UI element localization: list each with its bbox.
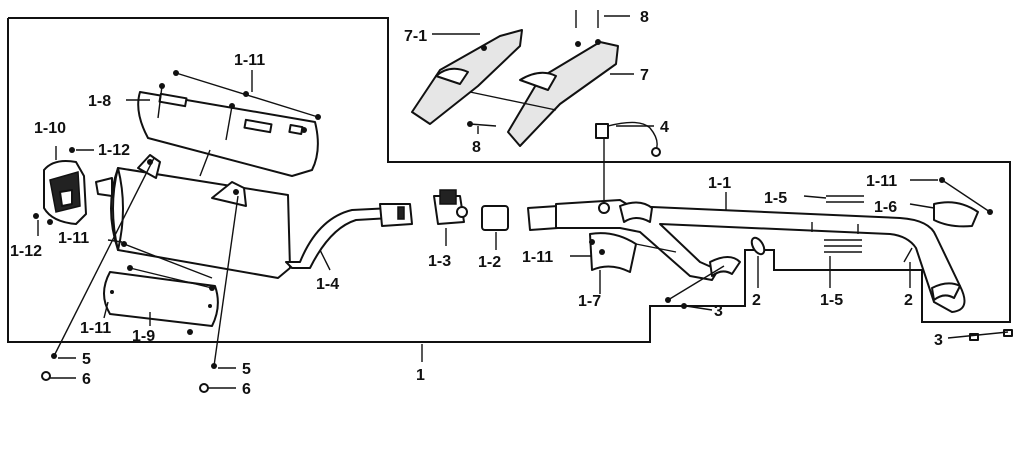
clamp-1-3 bbox=[433, 189, 468, 225]
callout-1-12-top: 1-12 bbox=[98, 142, 130, 159]
callout-1-11-top: 1-11 bbox=[234, 52, 265, 69]
callout-7: 7 bbox=[640, 67, 649, 84]
callout-1-3: 1-3 bbox=[428, 253, 451, 270]
oxygen-sensor-4 bbox=[595, 121, 661, 200]
muffler bbox=[95, 154, 291, 279]
callout-1-12-left: 1-12 bbox=[10, 243, 42, 260]
callout-6-right: 6 bbox=[242, 381, 251, 398]
callout-1-11-bottom: 1-11 bbox=[80, 320, 111, 337]
bolts-3 bbox=[665, 265, 1013, 341]
callout-5-left: 5 bbox=[82, 351, 91, 368]
callout-1-10: 1-10 bbox=[34, 120, 66, 137]
callout-6-left: 6 bbox=[82, 371, 91, 388]
heat-shield-1-8-bolts bbox=[157, 70, 321, 141]
callout-1-2: 1-2 bbox=[478, 254, 501, 271]
leader-lines bbox=[37, 15, 1009, 389]
heat-shield-1-7 bbox=[589, 232, 677, 273]
callout-1-11-right: 1-11 bbox=[866, 173, 897, 190]
heat-shield-1-9 bbox=[103, 241, 219, 335]
gaskets-1-5 bbox=[824, 195, 864, 253]
callout-8-top: 8 bbox=[640, 9, 649, 26]
callout-3-right: 3 bbox=[934, 332, 943, 349]
callout-1-1: 1-1 bbox=[708, 175, 731, 192]
gasket-1-2 bbox=[481, 205, 509, 231]
front-pipe-1-1 bbox=[527, 199, 966, 313]
callout-1-8: 1-8 bbox=[88, 93, 111, 110]
heat-shield-1-8 bbox=[137, 91, 319, 177]
callout-3-left: 3 bbox=[714, 303, 723, 320]
callout-1-5-bottom: 1-5 bbox=[820, 292, 843, 309]
callout-1: 1 bbox=[416, 367, 425, 384]
callout-5-right: 5 bbox=[242, 361, 251, 378]
heat-shield-1-6 bbox=[933, 177, 993, 228]
gasket-2 bbox=[750, 236, 913, 263]
callout-1-4: 1-4 bbox=[316, 276, 339, 293]
callout-8-bottom: 8 bbox=[472, 139, 481, 156]
callout-2-right: 2 bbox=[904, 292, 913, 309]
callout-7-1: 7-1 bbox=[404, 28, 427, 45]
assembly-1-frame bbox=[7, 17, 1011, 343]
callout-4: 4 bbox=[660, 119, 669, 136]
nuts-5-washers-6 bbox=[41, 157, 239, 393]
muffler-bracket-7 bbox=[411, 29, 619, 147]
muffler-end-cap-1-10 bbox=[33, 147, 87, 225]
callout-1-11-left: 1-11 bbox=[58, 230, 89, 247]
callout-1-11-mid: 1-11 bbox=[522, 249, 553, 266]
callout-1-7: 1-7 bbox=[578, 293, 601, 310]
callout-1-9: 1-9 bbox=[132, 328, 155, 345]
callout-1-6: 1-6 bbox=[874, 199, 897, 216]
bolts-8 bbox=[467, 10, 599, 127]
callout-1-5-top: 1-5 bbox=[764, 190, 787, 207]
callout-2-left: 2 bbox=[752, 292, 761, 309]
link-pipe-1-4 bbox=[285, 203, 413, 269]
